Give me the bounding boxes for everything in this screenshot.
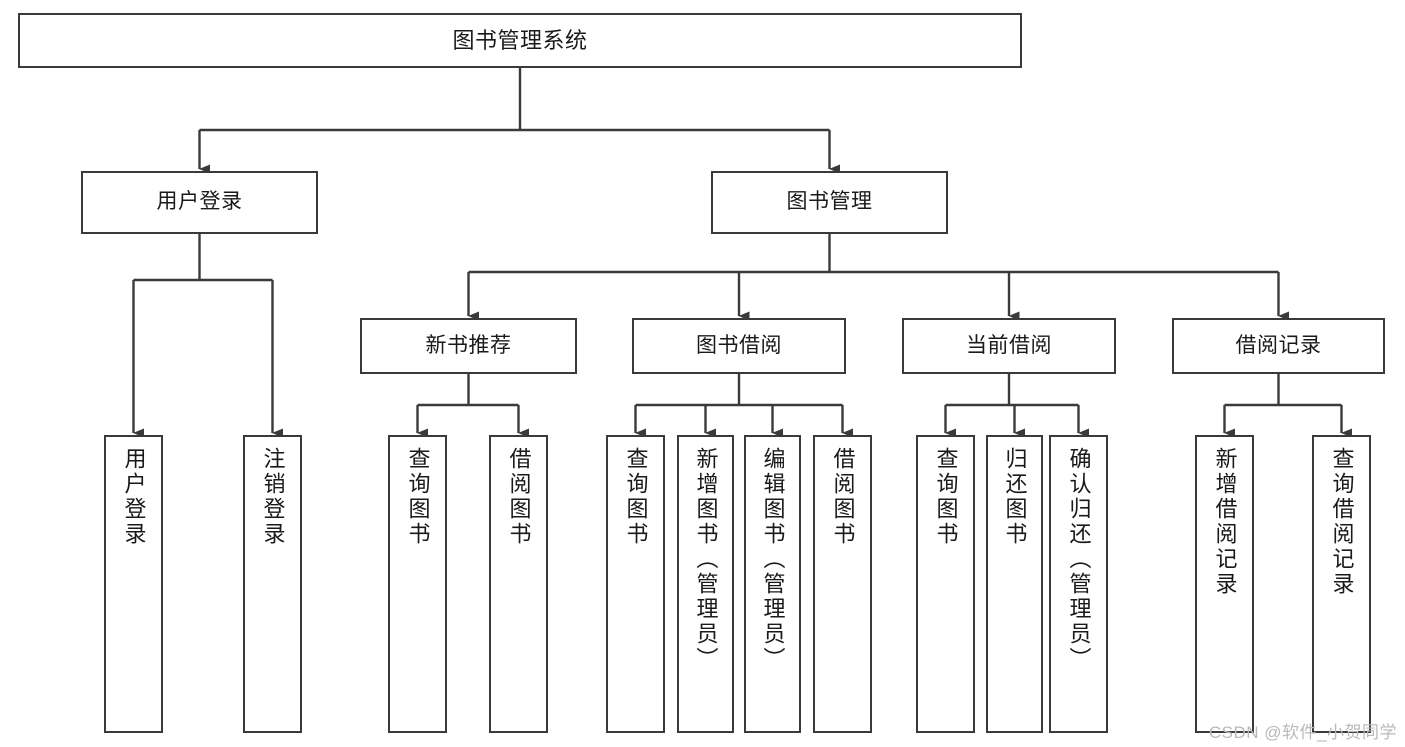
node-label: 用户登录 <box>121 447 147 547</box>
node-leaf-br-add[interactable]: 新增借阅记录 <box>1195 435 1254 733</box>
node-label: 图书借阅 <box>696 333 782 357</box>
node-label: 查询图书 <box>933 447 959 547</box>
node-leaf-br-query[interactable]: 查询借阅记录 <box>1312 435 1371 733</box>
node-label: 新书推荐 <box>425 333 512 357</box>
node-label: 用户登录 <box>156 190 243 214</box>
node-label: 归还图书 <box>1002 447 1028 547</box>
node-label: 编辑图书（管理员） <box>760 447 786 672</box>
node-root[interactable]: 图书管理系统 <box>18 13 1022 68</box>
node-label: 新增图书（管理员） <box>693 447 719 672</box>
node-label: 注销登录 <box>260 447 286 547</box>
watermark-label: CSDN @软件_小贺同学 <box>1208 723 1397 742</box>
node-leaf-cb-query[interactable]: 查询图书 <box>916 435 975 733</box>
node-label: 新增借阅记录 <box>1212 447 1238 597</box>
node-leaf-bb-edit[interactable]: 编辑图书（管理员） <box>744 435 801 733</box>
node-leaf-cb-confirm[interactable]: 确认归还（管理员） <box>1049 435 1108 733</box>
node-user-login[interactable]: 用户登录 <box>81 171 318 234</box>
node-leaf-bb-add[interactable]: 新增图书（管理员） <box>677 435 734 733</box>
node-label: 确认归还（管理员） <box>1066 447 1092 672</box>
node-book-manage[interactable]: 图书管理 <box>711 171 948 234</box>
node-label: 借阅图书 <box>830 447 856 547</box>
node-leaf-user-login[interactable]: 用户登录 <box>104 435 163 733</box>
node-borrow-record[interactable]: 借阅记录 <box>1172 318 1385 374</box>
node-label: 借阅记录 <box>1235 333 1322 357</box>
node-label: 图书管理系统 <box>452 27 588 53</box>
node-book-borrow[interactable]: 图书借阅 <box>632 318 846 374</box>
node-leaf-bb-borrow[interactable]: 借阅图书 <box>813 435 872 733</box>
node-leaf-user-logout[interactable]: 注销登录 <box>243 435 302 733</box>
node-label: 图书管理 <box>786 190 873 214</box>
node-leaf-cb-return[interactable]: 归还图书 <box>986 435 1043 733</box>
node-current-borrow[interactable]: 当前借阅 <box>902 318 1116 374</box>
node-label: 查询图书 <box>405 447 431 547</box>
node-leaf-rec-borrow[interactable]: 借阅图书 <box>489 435 548 733</box>
node-label: 当前借阅 <box>966 333 1052 357</box>
node-leaf-bb-query[interactable]: 查询图书 <box>606 435 665 733</box>
node-leaf-rec-query[interactable]: 查询图书 <box>388 435 447 733</box>
node-label: 查询图书 <box>623 447 649 547</box>
node-new-book-rec[interactable]: 新书推荐 <box>360 318 577 374</box>
node-label: 查询借阅记录 <box>1329 447 1355 597</box>
node-label: 借阅图书 <box>506 447 532 547</box>
